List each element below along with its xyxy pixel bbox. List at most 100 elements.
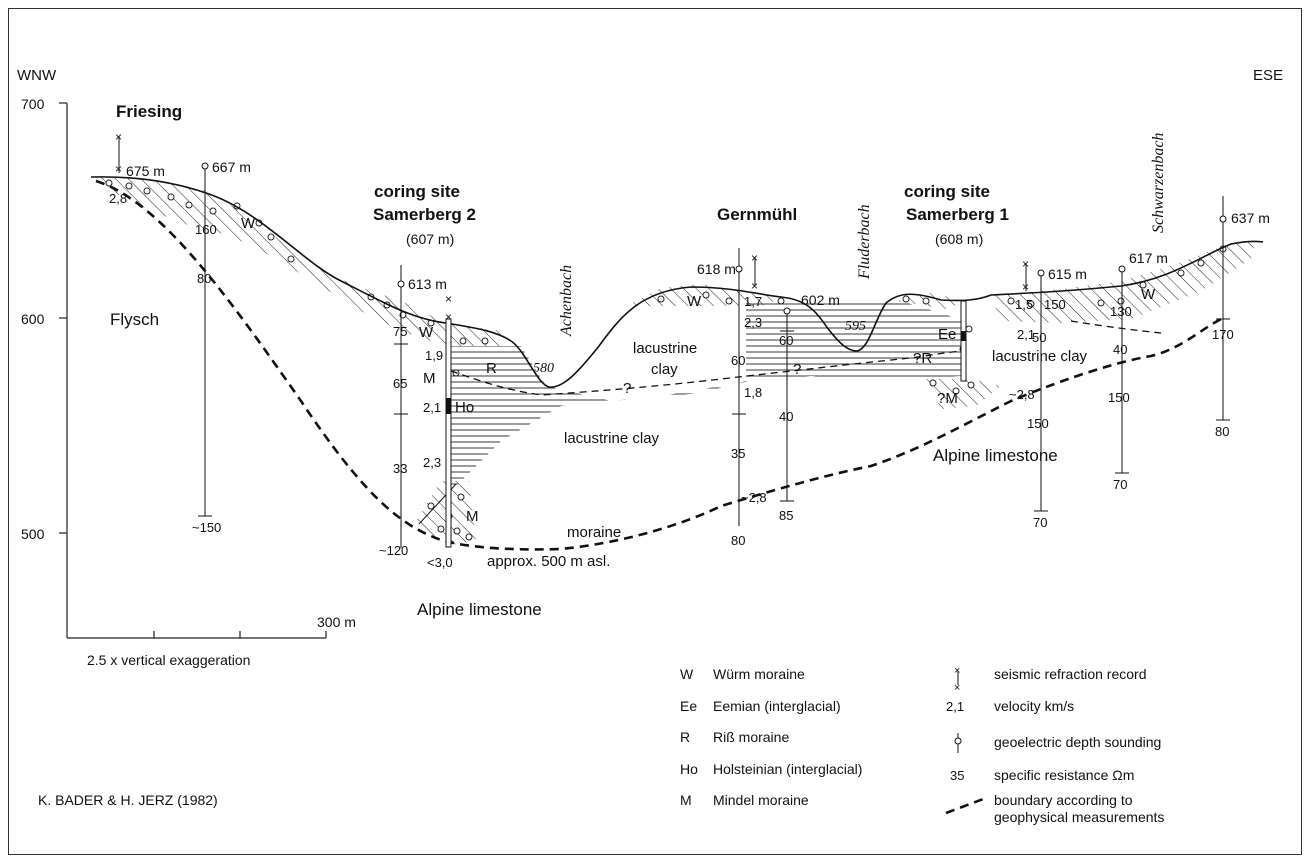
val-r150a: ~150 xyxy=(192,520,221,535)
code-qR: ?R xyxy=(913,350,932,367)
val-v17: 1,7 xyxy=(744,294,762,309)
val-r70b: 70 xyxy=(1113,477,1127,492)
tick-500: 500 xyxy=(21,526,45,542)
direction-left: WNW xyxy=(17,67,57,84)
code-Ee: Ee xyxy=(938,326,956,343)
val-r40b: 40 xyxy=(1113,342,1127,357)
val-r35: 35 xyxy=(731,446,745,461)
code-W-sam2: W xyxy=(419,324,434,341)
val-v19: 1,9 xyxy=(425,348,443,363)
val-v23b: 2,3 xyxy=(744,315,762,330)
legend-text-M: Mindel moraine xyxy=(713,792,809,808)
code-M-sam2: M xyxy=(423,370,436,387)
legend-sym-velocity: 2,1 xyxy=(946,699,964,714)
geophysical-boundary-lines xyxy=(95,179,1224,551)
lacustrine-clay-fill xyxy=(446,301,966,486)
legend-text-boundary2: geophysical measurements xyxy=(994,809,1164,825)
figure-frame: 700 600 500 300 m 2.5 x vertical exagger… xyxy=(8,8,1302,855)
elev-615: 615 m xyxy=(1048,266,1087,282)
svg-text:×: × xyxy=(1022,280,1029,294)
val-r160: 160 xyxy=(195,222,217,237)
borehole-samerberg-1 xyxy=(960,300,967,382)
elevation-axis xyxy=(59,102,327,639)
val-v15: 1,5 xyxy=(1015,297,1033,312)
val-r85: 85 xyxy=(779,508,793,523)
val-v28b: ~2,8 xyxy=(1009,387,1035,402)
elev-613: 613 m xyxy=(408,276,447,292)
stream-schwarzenbach: Schwarzenbach xyxy=(1150,133,1167,233)
unit-lacustrine-clay-right: lacustrine clay xyxy=(992,348,1088,365)
site-sam1-title2: Samerberg 1 xyxy=(906,205,1009,224)
unit-alpine-left: Alpine limestone xyxy=(417,600,542,619)
val-v-friesing: 2,8 xyxy=(109,191,127,206)
legend-text-resistance: specific resistance Ωm xyxy=(994,767,1134,783)
credit: K. BADER & H. JERZ (1982) xyxy=(38,792,218,808)
wuerm-moraine-friesing xyxy=(91,177,501,346)
legend-code-M: M xyxy=(680,792,692,808)
val-r65: 65 xyxy=(393,376,407,391)
unit-flysch: Flysch xyxy=(110,310,159,329)
scale-label: 300 m xyxy=(317,614,356,630)
val-r40a: 40 xyxy=(779,409,793,424)
legend-text-W: Würm moraine xyxy=(713,666,805,682)
legend-text-Ho: Holsteinian (interglacial) xyxy=(713,761,862,777)
legend-text-Ee: Eemian (interglacial) xyxy=(713,698,841,714)
legend-text-R: Riß moraine xyxy=(713,729,789,745)
elev-617: 617 m xyxy=(1129,250,1168,266)
gravel-symbols xyxy=(105,179,1227,541)
svg-text:×: × xyxy=(954,665,960,677)
wuerm-moraine-right xyxy=(991,241,1256,323)
svg-text:×: × xyxy=(115,130,122,144)
code-R-sam2: R xyxy=(486,360,497,377)
legend-symbols: × × seismic refraction record 2,1 veloci… xyxy=(945,665,1164,825)
val-r80b: 80 xyxy=(731,533,745,548)
site-friesing: Friesing xyxy=(116,102,182,121)
unit-lacustrine-clay-mid: lacustrine clay xyxy=(564,430,660,447)
val-r80c: 80 xyxy=(1215,424,1229,439)
elev-637: 637 m xyxy=(1231,210,1270,226)
legend-text-geoelectric: geoelectric depth sounding xyxy=(994,734,1161,750)
sounding-lines xyxy=(118,136,1230,548)
site-sam2-title1: coring site xyxy=(374,182,460,201)
level-580: 580 xyxy=(533,361,554,376)
legend-units: W Würm moraine Ee Eemian (interglacial) … xyxy=(680,666,862,808)
svg-text:×: × xyxy=(445,310,452,324)
cross-section-diagram: 700 600 500 300 m 2.5 x vertical exagger… xyxy=(17,67,1283,825)
val-r70a: 70 xyxy=(1033,515,1047,530)
legend-code-R: R xyxy=(680,729,690,745)
stream-fluderbach: Fluderbach xyxy=(856,204,873,280)
legend-code-W: W xyxy=(680,666,694,682)
unit-lacustrine-top: lacustrine xyxy=(633,340,697,357)
geoelectric-markers xyxy=(201,162,1227,315)
site-sam1-elev: (608 m) xyxy=(935,231,983,247)
stream-achenbach: Achenbach xyxy=(558,265,575,337)
val-r33: 33 xyxy=(393,461,407,476)
legend-text-boundary1: boundary according to xyxy=(994,792,1133,808)
site-sam2-title2: Samerberg 2 xyxy=(373,205,476,224)
val-v21b: 2,1 xyxy=(1017,327,1035,342)
val-r60b: 60 xyxy=(779,333,793,348)
legend-code-Ho: Ho xyxy=(680,761,698,777)
svg-text:×: × xyxy=(954,682,960,694)
code-qM: ?M xyxy=(937,390,958,407)
unit-clay-top: clay xyxy=(651,361,678,378)
direction-right: ESE xyxy=(1253,67,1283,84)
elev-675: 675 m xyxy=(126,163,165,179)
legend-sym-resistance: 35 xyxy=(950,768,964,783)
code-W-gernmuehl: W xyxy=(687,293,702,310)
val-r75: 75 xyxy=(393,324,407,339)
val-r150d: 150 xyxy=(1108,390,1130,405)
exaggeration-note: 2.5 x vertical exaggeration xyxy=(87,652,250,668)
wuerm-moraine-fluderbach xyxy=(896,293,966,309)
elev-667: 667 m xyxy=(212,159,251,175)
val-r60a: 60 xyxy=(731,353,745,368)
unit-alpine-right: Alpine limestone xyxy=(933,446,1058,465)
surface-profile xyxy=(90,176,1264,388)
code-W-friesing: W xyxy=(241,215,256,232)
legend-text-seismic: seismic refraction record xyxy=(994,666,1147,682)
code-q1: ? xyxy=(623,380,631,397)
val-v21: 2,1 xyxy=(423,400,441,415)
tick-600: 600 xyxy=(21,311,45,327)
val-r50: 50 xyxy=(1032,330,1046,345)
code-W-right: W xyxy=(1141,286,1156,303)
